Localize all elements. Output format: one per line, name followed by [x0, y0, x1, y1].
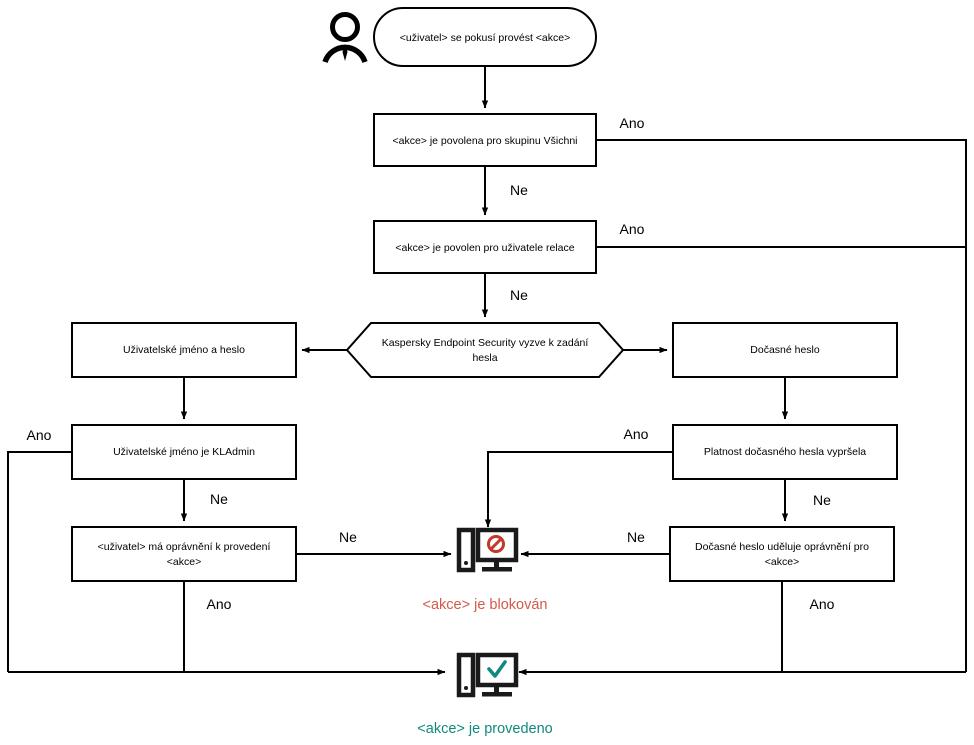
edge-label-expired-no: Ne	[813, 492, 831, 508]
edge-label-grants-no: Ne	[627, 529, 645, 545]
decision-all-group-label: <akce> je povolena pro skupinu Všichni	[392, 135, 577, 147]
password-prompt-node: Kaspersky Endpoint Security vyzve k zadá…	[345, 322, 625, 378]
node-temp-password-grants-label-line1: Dočasné heslo uděluje oprávnění pro	[695, 541, 869, 553]
monitor-blocked-icon	[456, 527, 519, 573]
edge-label-permission-yes: Ano	[207, 596, 232, 612]
node-username-password-label: Uživatelské jméno a heslo	[123, 344, 245, 356]
decision-session-user: <akce> je povolen pro uživatele relace	[373, 220, 597, 274]
node-user-has-permission-label-line2: <akce>	[167, 556, 201, 568]
decision-session-user-label: <akce> je povolen pro uživatele relace	[395, 242, 574, 254]
edge-label-kladmin-no: Ne	[210, 491, 228, 507]
edge-expired-yes-to-blocked	[484, 451, 673, 528]
outcome-performed-label: <akce> je provedeno	[417, 721, 552, 737]
node-temp-password-expired: Platnost dočasného hesla vypršela	[672, 424, 898, 480]
node-username-password: Uživatelské jméno a heslo	[71, 322, 297, 378]
edge-label-session-user-no: Ne	[510, 287, 528, 303]
decision-all-group: <akce> je povolena pro skupinu Všichni	[373, 113, 597, 167]
node-temp-password-expired-label: Platnost dočasného hesla vypršela	[704, 446, 866, 458]
monitor-check-icon	[456, 652, 519, 698]
edge-kladmin-yes	[7, 451, 72, 672]
node-is-kladmin: Uživatelské jméno je KLAdmin	[71, 424, 297, 480]
edge-label-all-group-yes: Ano	[620, 115, 645, 131]
node-temp-password-grants: Dočasné heslo uděluje oprávnění pro <akc…	[669, 526, 895, 582]
node-temporary-password: Dočasné heslo	[672, 322, 898, 378]
node-temp-password-grants-label-line2: <akce>	[765, 556, 799, 568]
person-icon	[322, 12, 368, 64]
password-prompt-label-line1: Kaspersky Endpoint Security vyzve k zadá…	[382, 337, 589, 349]
node-user-has-permission: <uživatel> má oprávnění k provedení <akc…	[71, 526, 297, 582]
edge-all-group-yes	[596, 139, 967, 672]
edge-label-session-user-yes: Ano	[620, 221, 645, 237]
start-node-label: <uživatel> se pokusí provést <akce>	[400, 32, 570, 44]
edge-label-all-group-no: Ne	[510, 182, 528, 198]
node-temporary-password-label: Dočasné heslo	[750, 344, 820, 356]
password-prompt-label-line2: hesla	[472, 352, 497, 364]
edge-label-kladmin-yes: Ano	[27, 427, 52, 443]
start-node: <uživatel> se pokusí provést <akce>	[373, 7, 597, 67]
node-is-kladmin-label: Uživatelské jméno je KLAdmin	[113, 446, 255, 458]
outcome-blocked-label: <akce> je blokován	[423, 597, 548, 613]
node-user-has-permission-label-line1: <uživatel> má oprávnění k provedení	[98, 541, 271, 553]
edge-label-expired-yes: Ano	[624, 426, 649, 442]
edge-label-grants-yes: Ano	[810, 596, 835, 612]
edge-label-permission-no: Ne	[339, 529, 357, 545]
